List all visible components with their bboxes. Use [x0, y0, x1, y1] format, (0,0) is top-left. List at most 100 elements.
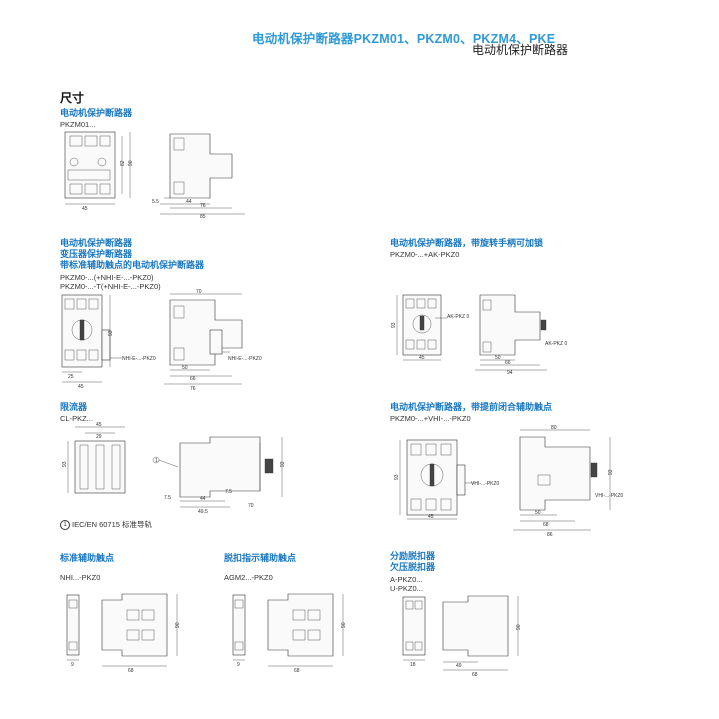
rail-note-symbol: 1 — [60, 520, 70, 531]
dim-text: 45 — [419, 355, 425, 361]
dim-text: 44 — [200, 496, 206, 502]
callout-text: VHI-...-PKZ0 — [595, 493, 624, 499]
dim-text: 45 — [428, 514, 434, 520]
callout-text: AK-PKZ 0 — [447, 314, 469, 320]
dim-text: 18 — [410, 662, 416, 668]
dim-text: 94 — [507, 370, 513, 376]
dim-text: 7.5 — [225, 489, 232, 495]
document-title: 电动机保护断路器PKZM01、PKZM0、PKZM4、PKE — [252, 32, 556, 46]
model-shunt-line1: A-PKZ0... — [390, 575, 423, 584]
dim-text: 66 — [505, 360, 511, 366]
dim-text: 45 — [82, 206, 88, 212]
heading-nhi: 标准辅助触点 — [60, 553, 115, 563]
model-limiter: CL-PKZ... — [60, 414, 93, 423]
agm-front-body — [232, 594, 246, 656]
dim-text: 50 — [182, 365, 188, 371]
drawing-pkzm01: 45 82 90 5.5 44 76 85 — [64, 131, 245, 220]
nhi-front-body — [66, 594, 80, 656]
drawing-limiter: 45 29 93 1 44 49.5 7.5 7.5 70 93 — [62, 422, 286, 515]
dim-text: 44 — [186, 199, 192, 205]
section-title: 尺寸 — [60, 91, 85, 105]
dim-text: 85 — [200, 214, 206, 220]
dim-text: 93 — [608, 469, 614, 475]
dim-text: 93 — [62, 461, 68, 467]
heading-agm: 脱扣指示辅助触点 — [224, 553, 297, 563]
heading-shunt-line2: 欠压脱扣器 — [390, 562, 436, 572]
drawing-agm: 9 68 90 — [232, 593, 347, 674]
dim-text: 76 — [200, 203, 206, 209]
dim-text: 66 — [190, 376, 196, 382]
callout-text: NHI-E-...-PKZ0 — [122, 356, 156, 362]
model-pkzm01: PKZM01... — [60, 120, 96, 129]
heading-vhi: 电动机保护断路器，带提前闭合辅助触点 — [390, 402, 553, 412]
dim-text: 68 — [128, 668, 134, 674]
nhi-side-body — [101, 593, 168, 657]
pkzm0-side-body — [169, 299, 243, 366]
dim-text: 50 — [535, 510, 541, 516]
dim-text: 93 — [280, 461, 286, 467]
dim-text: 45 — [78, 384, 84, 390]
dim-text: 68 — [472, 672, 478, 678]
heading-shunt-line1: 分励脱扣器 — [390, 551, 436, 561]
dim-text: 93 — [394, 474, 400, 480]
heading-pkzm0-line2: 变压器保护断路器 — [60, 249, 133, 259]
heading-lock: 电动机保护断路器，带旋转手柄可加锁 — [390, 238, 544, 248]
model-nhi: NHI...-PKZ0 — [60, 573, 101, 582]
vhi-side-body — [519, 436, 591, 511]
dim-text: 82 — [120, 160, 126, 166]
dim-text: 70 — [248, 503, 254, 509]
heading-pkzm0-line1: 电动机保护断路器 — [60, 238, 133, 248]
lock-side-body — [479, 294, 541, 356]
model-vhi: PKZM0-...+VHI-...-PKZ0 — [390, 414, 471, 423]
dim-text: 80 — [551, 425, 557, 431]
dim-text: 86 — [547, 532, 553, 538]
dim-text: 90 — [516, 624, 522, 630]
agm-side-body — [267, 593, 334, 657]
dim-text: 93 — [108, 330, 114, 336]
dim-text: 5.5 — [152, 199, 159, 205]
dim-text: 9 — [237, 662, 240, 668]
drawing-vhi: VHI-...-PKZ0 93 45 VHI-...-PKZ0 80 50 68… — [394, 425, 624, 538]
model-shunt-line2: U-PKZ0... — [390, 584, 423, 593]
dim-text: 68 — [294, 668, 300, 674]
limiter-side-body — [179, 436, 261, 498]
drawing-lock: AK-PKZ 0 45 93 AK-PKZ 0 50 66 94 — [391, 294, 567, 376]
limiter-front-body — [74, 440, 126, 494]
dim-text: 49 — [456, 663, 462, 669]
dim-text: 70 — [196, 289, 202, 295]
pkzm01-side-body — [169, 133, 233, 199]
shunt-front-body — [402, 596, 426, 656]
dim-text: 7.5 — [164, 495, 171, 501]
dim-text: 49.5 — [198, 509, 208, 515]
dim-text: 9 — [71, 662, 74, 668]
model-pkzm0-line2: PKZM0-...-T(+NHI-E-...-PKZ0) — [60, 282, 161, 291]
model-lock: PKZM0-...+AK-PKZ0 — [390, 250, 460, 259]
rail-note-text: IEC/EN 60715 标准导轨 — [72, 520, 153, 529]
dim-text: 1 — [155, 458, 158, 464]
drawing-pkzm0: NHI-E-...-PKZ0 25 45 93 NHI-E-...-PKZ0 7… — [61, 289, 262, 392]
heading-pkzm01: 电动机保护断路器 — [60, 108, 133, 118]
drawing-nhi: 9 68 90 — [66, 593, 181, 674]
shunt-side-body — [442, 595, 509, 657]
dim-text: 25 — [68, 374, 74, 380]
callout-text: VHI-...-PKZ0 — [471, 481, 500, 487]
dim-text: 90 — [341, 622, 347, 628]
dim-text: 90 — [128, 160, 134, 166]
pkzm01-front-body — [64, 131, 116, 199]
model-pkzm0-line1: PKZM0-...(+NHI-E-...-PKZ0) — [60, 273, 154, 282]
dim-text: 45 — [96, 422, 102, 428]
callout-text: NHI-E-...-PKZ0 — [228, 356, 262, 362]
drawing-shunt: 18 49 68 90 — [402, 595, 522, 678]
heading-limiter: 限流器 — [60, 402, 88, 412]
model-agm: AGM2...-PKZ0 — [224, 573, 273, 582]
dim-text: 93 — [391, 322, 397, 328]
dim-text: 68 — [543, 522, 549, 528]
heading-pkzm0-line3: 带标准辅助触点的电动机保护断路器 — [60, 260, 205, 270]
dim-text: 90 — [175, 622, 181, 628]
dim-text: 76 — [190, 386, 196, 392]
dim-text: 50 — [495, 355, 501, 361]
document-subtitle: 电动机保护断路器 — [472, 43, 569, 57]
dim-text: 29 — [96, 434, 102, 440]
callout-text: AK-PKZ 0 — [545, 341, 567, 347]
